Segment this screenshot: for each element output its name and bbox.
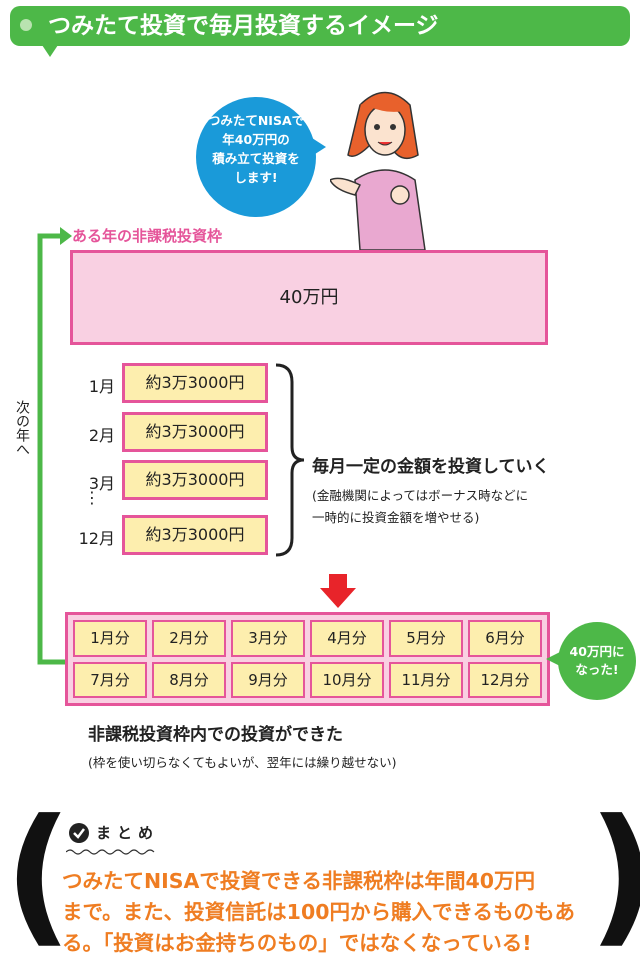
done-line: 40万円に [569, 644, 625, 659]
month-label: 1月 [88, 377, 115, 396]
subnote-line: 一時的に投資金額を増やせる) [312, 510, 480, 525]
grid-cell: 10月分 [310, 661, 384, 698]
next-year-label: 次の年へ [14, 400, 30, 456]
ellipsis: ⋮ [84, 488, 100, 507]
month-amount: 約3万3000円 [122, 412, 268, 452]
subnote-line: (金融機関によってはボーナス時などに [312, 488, 529, 503]
left-paren: ( [4, 788, 73, 962]
monthly-grid: 1月分 2月分 3月分 4月分 5月分 6月分 7月分 8月分 9月分 10月分… [65, 612, 550, 706]
month-amount: 約3万3000円 [122, 363, 268, 403]
monthly-subnote: (金融機関によってはボーナス時などに 一時的に投資金額を増やせる) [312, 485, 528, 529]
grid-cell: 2月分 [152, 620, 226, 657]
speech-bubble: つみたてNISAで 年40万円の 積み立て投資を します! [196, 97, 316, 217]
grid-cell: 4月分 [310, 620, 384, 657]
monthly-note: 毎月一定の金額を投資していく [312, 457, 550, 477]
bubble-line: します! [234, 170, 278, 185]
month-label: 3月 [88, 474, 115, 493]
grid-cell: 12月分 [468, 661, 542, 698]
done-line: なった! [575, 662, 619, 677]
woman-illustration [330, 91, 426, 250]
grid-cell: 5月分 [389, 620, 463, 657]
grid-cell: 7月分 [73, 661, 147, 698]
summary-text: つみたてNISAで投資できる非課税枠は年間40万円 まで。また、投資信託は100… [62, 866, 592, 959]
summary-line: る。「投資はお金持ちのもの」ではなくなっている! [62, 931, 532, 955]
right-paren: ) [588, 800, 640, 950]
summary-title: まとめ [96, 824, 160, 842]
bubble-line: つみたてNISAで [207, 113, 305, 128]
done-bubble-tail [546, 652, 560, 666]
month-amount: 約3万3000円 [122, 460, 268, 500]
check-circle-icon [69, 823, 89, 843]
result-subtext: (枠を使い切らなくてもよいが、翌年には繰り越せない) [88, 755, 397, 770]
grid-cell: 9月分 [231, 661, 305, 698]
frame-label: ある年の非課税投資枠 [72, 227, 223, 245]
done-bubble: 40万円に なった! [558, 622, 636, 700]
grid-cell: 11月分 [389, 661, 463, 698]
bubble-line: 積み立て投資を [212, 151, 300, 166]
wavy-underline [66, 849, 155, 855]
month-label: 12月 [78, 529, 115, 548]
summary-line: つみたてNISAで投資できる非課税枠は年間40万円 [62, 869, 536, 893]
page-title: つみたて投資で毎月投資するイメージ [10, 6, 630, 46]
grid-cell: 8月分 [152, 661, 226, 698]
speech-bubble-tail [312, 138, 326, 156]
grid-cell: 6月分 [468, 620, 542, 657]
title-pointer [42, 45, 58, 57]
month-label: 2月 [88, 426, 115, 445]
bullet-icon [20, 19, 32, 31]
grid-cell: 3月分 [231, 620, 305, 657]
grid-cell: 1月分 [73, 620, 147, 657]
result-text: 非課税投資枠内での投資ができた [88, 725, 343, 745]
brace [275, 363, 305, 557]
bubble-line: 年40万円の [222, 132, 290, 147]
annual-frame-box: 40万円 [70, 250, 548, 345]
month-amount: 約3万3000円 [122, 515, 268, 555]
down-arrow-icon [320, 574, 356, 608]
arrow-head-icon [60, 227, 72, 245]
summary-line: まで。また、投資信託は100円から購入できるものもあ [62, 900, 576, 924]
next-year-arrow [37, 227, 72, 665]
